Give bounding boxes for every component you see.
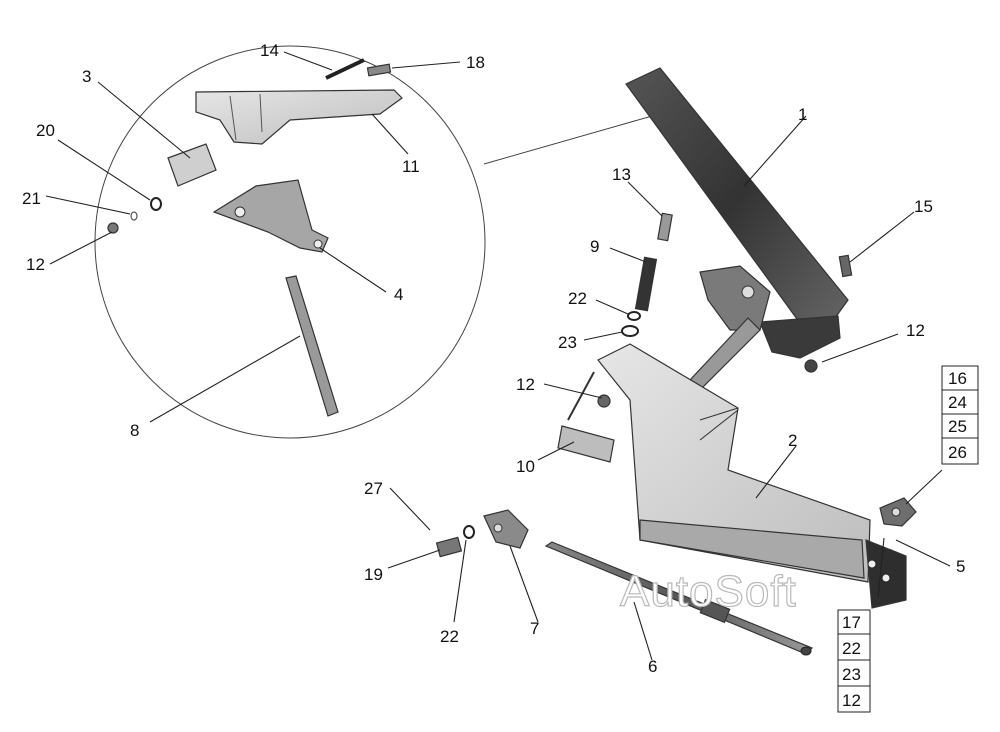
stack-top-1: 16 [948,369,967,388]
callout-27: 27 [364,479,383,498]
callout-3: 3 [82,67,91,86]
watermark: AutoSoft [620,567,797,616]
callout-stack-bottom: 17 22 23 12 [837,609,871,713]
leader-lines [45,51,951,661]
callout-19: 19 [364,565,383,584]
callout-21: 21 [22,189,41,208]
callout-10: 10 [516,457,535,476]
part-1-pedal [625,67,849,391]
callout-5: 5 [956,557,965,576]
part-18-bolt [366,63,392,77]
part-5-bolt [879,497,917,527]
callout-14: 14 [260,41,279,60]
stack-top-2: 24 [948,393,967,412]
part-9-screw [634,256,658,312]
part-4-plate [212,179,329,253]
callout-11: 11 [402,157,420,176]
part-12-nut-middle [597,394,611,408]
part-22-washer-upper [627,311,641,321]
part-20-ring [150,197,162,211]
callout-23: 23 [558,333,577,352]
part-12-nut-right [804,359,818,373]
callout-1: 1 [798,105,807,124]
part-11-lever [195,89,403,145]
callout-12-right: 12 [906,321,925,340]
stack-bottom-1: 17 [842,613,861,632]
callout-22-lower: 22 [440,627,459,646]
part-13-pin [657,212,673,242]
part-8-rod [285,275,339,417]
callout-22-upper: 22 [568,289,587,308]
part-2-bracket [597,343,907,609]
stack-top-4: 26 [948,443,967,462]
part-10-plate [557,371,615,463]
part-6-shaft [544,541,814,656]
stack-bottom-4: 12 [842,691,861,710]
callout-13: 13 [612,165,631,184]
callout-15: 15 [914,197,933,216]
callout-8: 8 [130,421,139,440]
part-14-pin [325,58,365,80]
callout-4: 4 [394,285,403,304]
callout-18: 18 [466,53,485,72]
part-12-nut-left [107,222,119,234]
stack-bottom-2: 22 [842,639,861,658]
callout-12-middle: 12 [516,375,535,394]
part-19-sleeve [435,536,463,558]
part-22-washer-lower [463,525,475,539]
detail-circle [94,45,486,439]
callout-7: 7 [530,619,539,638]
callout-20: 20 [36,121,55,140]
callout-stack-top: 16 24 25 26 [941,365,979,465]
part-7-lever [483,509,529,549]
callout-2: 2 [788,431,797,450]
part-21-ring [130,211,138,221]
detail-connector-line [483,115,653,165]
callout-12-left: 12 [26,255,45,274]
stack-top-3: 25 [948,417,967,436]
part-23-washer [621,325,639,337]
part-15-screw [838,254,853,278]
callout-9: 9 [590,237,599,256]
callout-6: 6 [648,657,657,676]
part-3-bushing [167,143,217,187]
stack-bottom-3: 23 [842,665,861,684]
